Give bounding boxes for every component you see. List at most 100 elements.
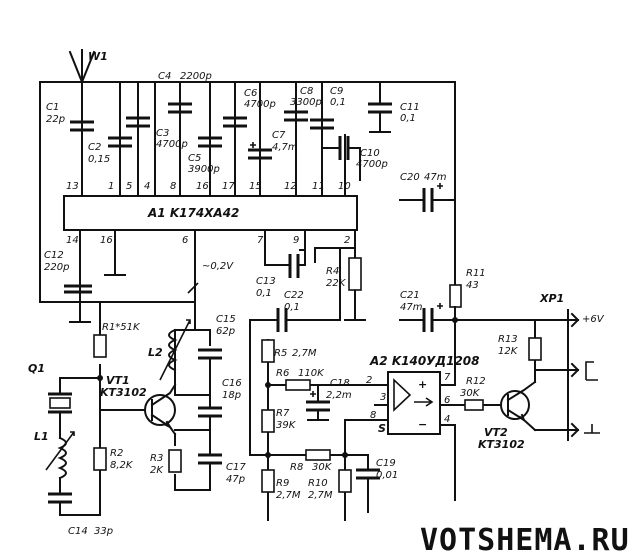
- resistor-r11: [449, 284, 462, 308]
- c11-value: 0,1: [400, 113, 416, 124]
- c4-label: C4: [158, 71, 171, 82]
- c13-label: C13: [256, 276, 276, 287]
- a1-pin-8: 8: [170, 181, 176, 192]
- antenna-label: W1: [88, 50, 108, 63]
- r11-label: R11: [466, 268, 486, 279]
- r4-label: R4: [326, 266, 339, 277]
- l2-label: L2: [148, 346, 163, 359]
- c6-value: 4700p: [244, 99, 276, 110]
- capacitor-c18: [306, 384, 330, 421]
- c16-top-wire: [174, 384, 211, 396]
- a2-pin-7: 7: [444, 372, 451, 383]
- capacitor-c19: [344, 454, 380, 501]
- a2-pin-3: 3: [380, 392, 386, 403]
- c1-label: C1: [46, 102, 59, 113]
- c10-value: 4700p: [356, 159, 388, 170]
- c14-label: C14: [68, 526, 88, 537]
- vt2-collector-wire: [534, 319, 579, 383]
- c17-label: C17: [226, 462, 246, 473]
- capacitor-c14: [48, 492, 101, 516]
- inductor-l2: [159, 319, 191, 381]
- a1-pin-13: 13: [66, 181, 79, 192]
- capacitor-c22: [249, 247, 341, 456]
- c2-label: C2: [88, 142, 101, 153]
- capacitor-c15: [198, 348, 222, 396]
- r10-label: R10: [308, 478, 328, 489]
- c16-label: C16: [222, 378, 242, 389]
- c9-label: C9: [330, 86, 343, 97]
- supply-label: +6V: [582, 314, 605, 325]
- c4-value: 2200p: [180, 71, 212, 82]
- c10-label: C10: [360, 148, 380, 159]
- resistor-r6: [285, 379, 311, 391]
- ic-a2-opamp-symbol: [393, 378, 412, 412]
- capacitor-c11: [368, 81, 392, 133]
- capacitor-c5: [198, 136, 222, 148]
- ic-a1-label: A1 K174XA42: [147, 206, 239, 220]
- c6-label: C6: [244, 88, 257, 99]
- c19-label: C19: [376, 458, 396, 469]
- c22-label: C22: [284, 290, 304, 301]
- voltage-note-arrow: [187, 282, 199, 294]
- r2-value: 8,2K: [110, 460, 134, 471]
- r13-label: R13: [498, 334, 518, 345]
- a2-supply-wire: [439, 319, 456, 386]
- a2-pin-8: 8: [370, 410, 376, 421]
- left-outline-wire: [39, 81, 196, 303]
- a1-pin-6: 6: [182, 235, 188, 246]
- capacitor-c10: [321, 136, 361, 181]
- capacitor-c7: [248, 142, 272, 160]
- r6-value: 110K: [298, 368, 325, 379]
- capacitor-c21: [399, 303, 456, 332]
- c15-top-wire: [194, 329, 211, 346]
- c21-value: 47m: [400, 302, 423, 313]
- resistor-r2: [93, 447, 107, 471]
- c20-value: 47m: [424, 172, 447, 183]
- r10-value: 2,7M: [308, 490, 333, 501]
- c18-label: C18: [330, 378, 350, 389]
- r9-value: 2,7M: [276, 490, 301, 501]
- xp1-label: XP1: [539, 292, 564, 305]
- r8-value: 30K: [312, 462, 333, 473]
- vt1-type: KT3102: [100, 386, 147, 399]
- a1-pin-10: 10: [338, 181, 351, 192]
- a1-pin-17: 17: [222, 181, 235, 192]
- junction-base: [97, 375, 103, 381]
- c12-value: 220p: [44, 262, 69, 273]
- c21-label: C21: [400, 290, 420, 301]
- supply-rail: [454, 306, 569, 321]
- c12-label: C12: [44, 250, 64, 261]
- a2-minus: −: [418, 418, 427, 431]
- vt2-label: VT2: [484, 426, 508, 439]
- inductor-l1: [45, 427, 75, 495]
- resistor-r12: [464, 399, 484, 411]
- resistor-r3: [168, 449, 182, 473]
- r9-label: R9: [276, 478, 289, 489]
- a2-s-label: S: [378, 422, 386, 435]
- c11-label: C11: [400, 102, 420, 113]
- capacitor-c13: [288, 249, 306, 278]
- capacitor-c8: [284, 110, 308, 122]
- capacitor-c12: [64, 284, 92, 294]
- ground-left: [69, 301, 91, 323]
- resistor-r8: [305, 449, 331, 461]
- r11-value: 43: [466, 280, 479, 291]
- c14-value: 33p: [94, 526, 113, 537]
- base-wire: [59, 377, 149, 411]
- r8-wire: [267, 419, 389, 456]
- ic-a1-body: [63, 195, 358, 231]
- r12-label: R12: [466, 376, 486, 387]
- c8-label: C8: [300, 86, 313, 97]
- resistor-r9: [261, 469, 275, 493]
- c1-value: 22p: [46, 114, 65, 125]
- r7-label: R7: [276, 408, 290, 419]
- a2-output-arrow: [414, 397, 434, 407]
- c15-label: C15: [216, 314, 236, 325]
- a2-pin-2: 2: [366, 375, 372, 386]
- vt2-type: KT3102: [478, 438, 525, 451]
- c3-label: C3: [156, 128, 169, 139]
- c16-value: 18p: [222, 390, 241, 401]
- l1-label: L1: [34, 430, 49, 443]
